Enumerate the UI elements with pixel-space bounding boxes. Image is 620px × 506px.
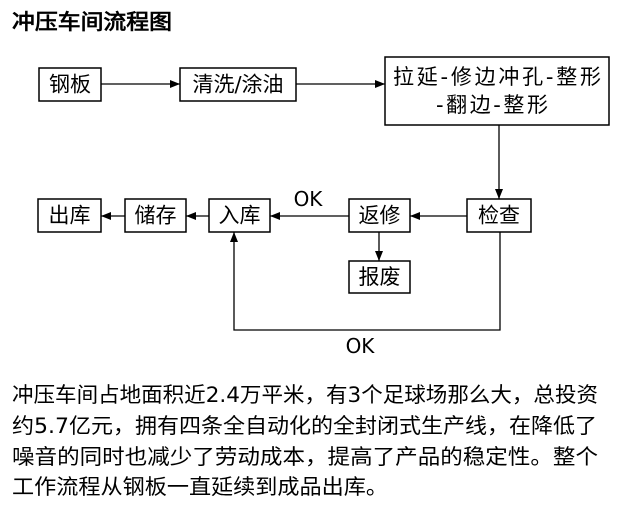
node-scrap: 报废 bbox=[348, 260, 411, 294]
arrow-inspection-ok-loop-to-warehousing bbox=[230, 232, 501, 331]
caption-paragraph: 冲压车间占地面积近2.4万平米，有3个足球场那么大，总投资 约5.7亿元，拥有四… bbox=[12, 383, 598, 499]
caption-line-3: 噪音的同时也减少了劳动成本，提高了产品的稳定性。整个 bbox=[12, 445, 598, 469]
node-cleaning-oiling: 清洗/涂油 bbox=[179, 67, 297, 102]
node-stamping: 拉延-修边冲孔-整形 -翻边-整形 bbox=[384, 56, 610, 126]
steel-plate-label: 钢板 bbox=[49, 73, 91, 97]
node-steel-plate: 钢板 bbox=[38, 67, 102, 102]
node-storage: 储存 bbox=[124, 198, 187, 233]
node-warehousing: 入库 bbox=[208, 198, 271, 233]
caption-line-1: 冲压车间占地面积近2.4万平米，有3个足球场那么大，总投资 bbox=[12, 383, 598, 407]
node-outbound: 出库 bbox=[37, 198, 102, 233]
storage-label: 储存 bbox=[135, 204, 177, 228]
page-title: 冲压车间流程图 bbox=[12, 10, 172, 34]
ok-label-inspection-loop: OK bbox=[346, 334, 376, 358]
caption-line-2: 约5.7亿元，拥有四条全自动化的全封闭式生产线，在降低了 bbox=[12, 414, 597, 438]
warehousing-label: 入库 bbox=[219, 204, 261, 228]
box-outbound bbox=[37, 198, 102, 233]
ok-label-rework-to-warehousing: OK bbox=[294, 187, 324, 211]
box-storage bbox=[124, 198, 187, 233]
node-rework: 返修 bbox=[348, 198, 411, 233]
inspection-label: 检查 bbox=[478, 204, 520, 228]
box-cleaning-oiling bbox=[179, 67, 297, 102]
rework-label: 返修 bbox=[359, 204, 401, 228]
cleaning-oiling-label: 清洗/涂油 bbox=[192, 73, 283, 97]
caption-line-4: 工作流程从钢板一直延续到成品出库。 bbox=[12, 475, 388, 499]
node-inspection: 检查 bbox=[466, 198, 532, 233]
scrap-label: 报废 bbox=[359, 265, 401, 289]
outbound-label: 出库 bbox=[49, 204, 91, 228]
box-stamping bbox=[384, 56, 610, 126]
box-warehousing bbox=[208, 198, 271, 233]
box-scrap bbox=[348, 260, 411, 294]
box-steel-plate bbox=[38, 67, 102, 102]
